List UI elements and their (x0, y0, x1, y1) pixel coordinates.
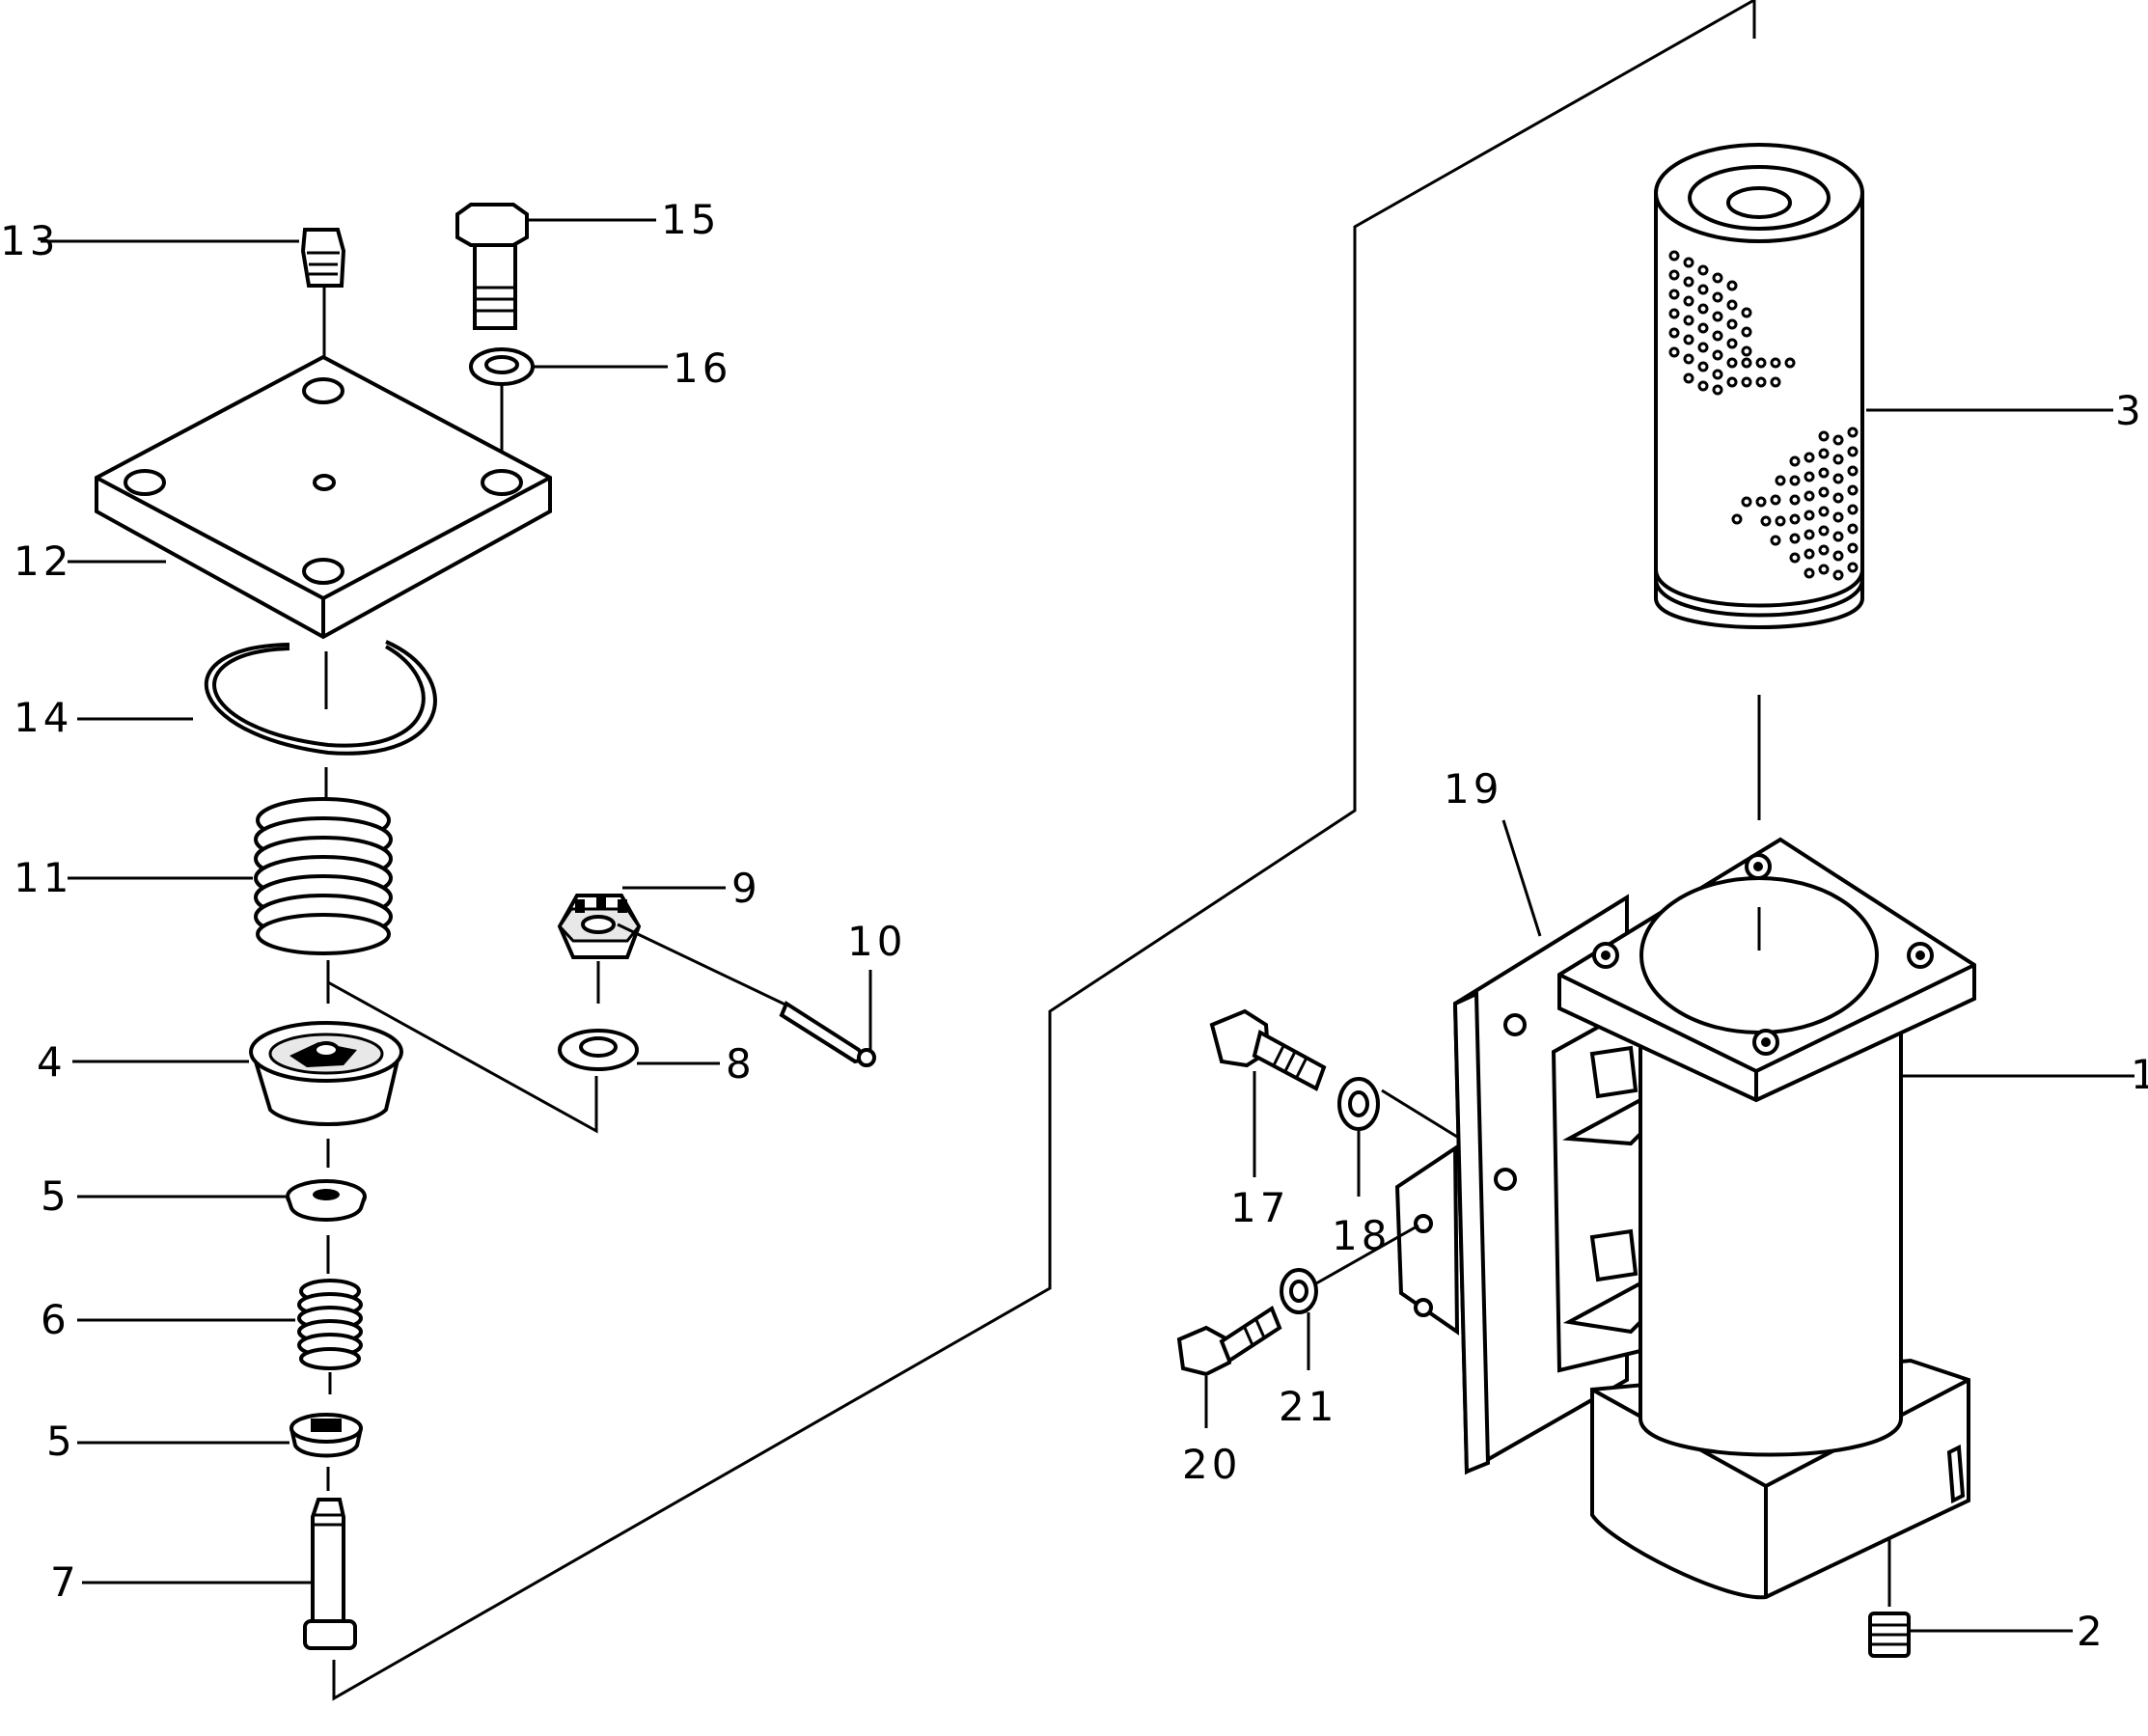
filter-element-part-3 (1654, 143, 1864, 820)
callout-3: 3 (2115, 387, 2145, 434)
leader-lines (41, 218, 2134, 1633)
callout-2: 2 (2077, 1608, 2107, 1655)
callout-4: 4 (37, 1038, 67, 1086)
small-spring-part-6 (297, 1279, 363, 1394)
bolt-part-17 (1209, 1008, 1327, 1177)
guide-line-to-nut (327, 980, 598, 1134)
spring-cup-part-5-lower (289, 1413, 363, 1491)
housing-part-1 (1557, 837, 1976, 1600)
valve-seat-part-4 (249, 1021, 403, 1168)
callout-5-lower: 5 (46, 1418, 76, 1465)
callout-5-upper: 5 (41, 1172, 70, 1220)
cotter-pin-part-10 (617, 923, 876, 1067)
assembly-guide-line (332, 0, 1756, 1701)
callout-9: 9 (731, 865, 761, 912)
washer-part-8 (558, 1029, 639, 1071)
pin-part-7 (303, 1498, 357, 1650)
callout-8: 8 (726, 1040, 756, 1088)
bracket-part-19 (1394, 894, 1642, 1475)
spring-part-11 (254, 797, 393, 1004)
callout-15: 15 (661, 196, 720, 243)
callout-12: 12 (14, 537, 72, 585)
callout-1: 1 (2131, 1051, 2148, 1098)
callout-7: 7 (50, 1558, 80, 1606)
filter-perforations-lower (1731, 427, 1859, 581)
callout-21: 21 (1279, 1383, 1337, 1430)
callout-20: 20 (1182, 1441, 1241, 1488)
callout-11: 11 (14, 854, 72, 901)
callout-6: 6 (41, 1296, 70, 1343)
washer-part-21 (1280, 1224, 1419, 1370)
filter-perforations-upper (1668, 250, 1796, 396)
bolt-part-20 (1176, 1305, 1282, 1428)
o-ring-part-14 (204, 640, 437, 811)
spring-cup-part-5-upper (286, 1179, 367, 1274)
callout-13: 13 (0, 217, 59, 264)
callout-labels: 13 15 16 12 14 11 4 5 6 5 7 9 10 8 3 1 2… (0, 196, 2148, 1655)
callout-10: 10 (847, 918, 906, 965)
callout-14: 14 (14, 694, 72, 741)
callout-18: 18 (1332, 1212, 1391, 1259)
cover-plate-part-12 (95, 354, 552, 640)
bolt-part-15 (455, 203, 529, 330)
castle-nut-part-9 (557, 894, 642, 1004)
callout-17: 17 (1230, 1184, 1289, 1231)
washer-part-18 (1337, 1077, 1458, 1197)
washer-part-16 (469, 347, 535, 482)
callout-16: 16 (673, 344, 731, 392)
callout-19: 19 (1444, 765, 1502, 813)
drain-plug-part-2 (1868, 1539, 1911, 1658)
